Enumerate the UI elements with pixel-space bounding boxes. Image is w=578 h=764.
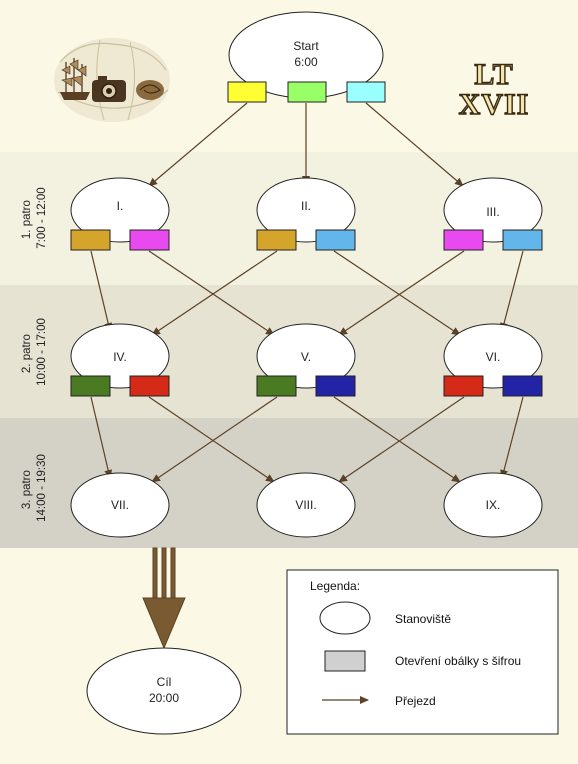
station-v: V. (256, 323, 356, 389)
envelope-start-cyan (346, 81, 386, 103)
envelope-iv-olive (70, 375, 111, 397)
band-1-label: 1. patro 7:00 - 12:00 (21, 187, 48, 248)
station-iv: IV. (70, 323, 170, 389)
arrow-i-to-iv (90, 250, 113, 332)
station-finish: Cíl 20:00 (86, 647, 242, 735)
arrow-vi-to-viii (338, 396, 465, 483)
station-viii: VIII. (256, 472, 356, 538)
station-vii: VII. (70, 472, 170, 538)
station-viii-label: VIII. (295, 498, 316, 512)
envelope-vi-red (443, 375, 484, 397)
arrow-v-to-vii (151, 396, 278, 483)
station-v-label: V. (301, 350, 311, 364)
station-iii: III. (443, 177, 543, 243)
envelope-ii-sky (315, 229, 356, 251)
station-finish-name: Cíl (157, 675, 172, 689)
band-3-label: 3. patro 14:00 - 19:30 (21, 454, 48, 522)
map-illustration (54, 38, 170, 122)
envelope-i-gold (70, 229, 111, 251)
band-1-time: 7:00 - 12:00 (36, 187, 48, 248)
station-i-label: I. (117, 199, 124, 213)
band-2-title: 2. patro (21, 334, 33, 373)
arrow-vi-to-ix (500, 396, 524, 479)
envelope-v-navy (315, 375, 356, 397)
station-iv-label: IV. (113, 350, 127, 364)
transfer-arrows (90, 102, 524, 483)
camera-icon (92, 76, 126, 102)
arrow-ii-to-iv (151, 250, 278, 336)
legend: Legenda: Stanoviště Otevření obálky s ši… (286, 569, 559, 735)
band-1-title: 1. patro (21, 200, 33, 239)
legend-title: Legenda: (310, 579, 360, 593)
legend-transfer-label: Přejezd (395, 694, 436, 708)
boat-icon (60, 58, 90, 100)
station-finish-time: 20:00 (149, 691, 179, 705)
station-ix-label: IX. (486, 498, 501, 512)
band-2-time: 10:00 - 17:00 (36, 318, 48, 386)
arrow-iii-to-v (338, 250, 465, 336)
event-logo: LT XVII (458, 57, 530, 121)
band-3-time: 14:00 - 19:30 (36, 454, 48, 522)
envelope-ii-gold (256, 229, 297, 251)
logo-line-1: LT (474, 58, 513, 91)
envelope-iv-red (129, 375, 170, 397)
envelope-vi-navy (502, 375, 543, 397)
station-vii-label: VII. (111, 498, 129, 512)
station-ix: IX. (443, 472, 543, 538)
station-iii-label: III. (486, 205, 499, 219)
envelope-v-olive (256, 375, 297, 397)
envelope-iii-magenta (443, 229, 484, 251)
arrow-iii-to-vi (500, 250, 524, 332)
arrow-ii-to-vi (333, 250, 461, 336)
station-vi: VI. (443, 323, 543, 389)
arrow-start-to-i (148, 102, 248, 187)
arrow-iv-to-vii (90, 396, 113, 479)
station-ii: II. (256, 177, 356, 243)
station-vi-label: VI. (486, 350, 501, 364)
legend-envelope-symbol (324, 650, 366, 672)
arrow-i-to-v (148, 250, 275, 336)
station-start-time: 6:00 (294, 55, 318, 69)
station-start: Start 6:00 (228, 11, 384, 99)
snail-shell-icon (136, 80, 164, 100)
envelope-start-yellow (227, 81, 267, 103)
arrow-v-to-ix (333, 396, 461, 483)
envelope-iii-sky (502, 229, 543, 251)
station-ii-label: II. (301, 199, 311, 213)
station-i: I. (70, 177, 170, 243)
envelope-i-magenta (129, 229, 170, 251)
band-2-label: 2. patro 10:00 - 17:00 (21, 318, 48, 386)
envelope-start-green (287, 81, 327, 103)
legend-station-symbol (319, 601, 371, 635)
legend-station-label: Stanoviště (395, 612, 451, 626)
band-3-title: 3. patro (21, 470, 33, 509)
finish-arrow (142, 547, 186, 650)
legend-envelope-label: Otevření obálky s šifrou (395, 654, 521, 668)
station-start-name: Start (293, 39, 319, 53)
arrow-iv-to-viii (148, 396, 275, 483)
logo-line-2: XVII (459, 88, 530, 121)
arrow-start-to-iii (365, 102, 464, 187)
